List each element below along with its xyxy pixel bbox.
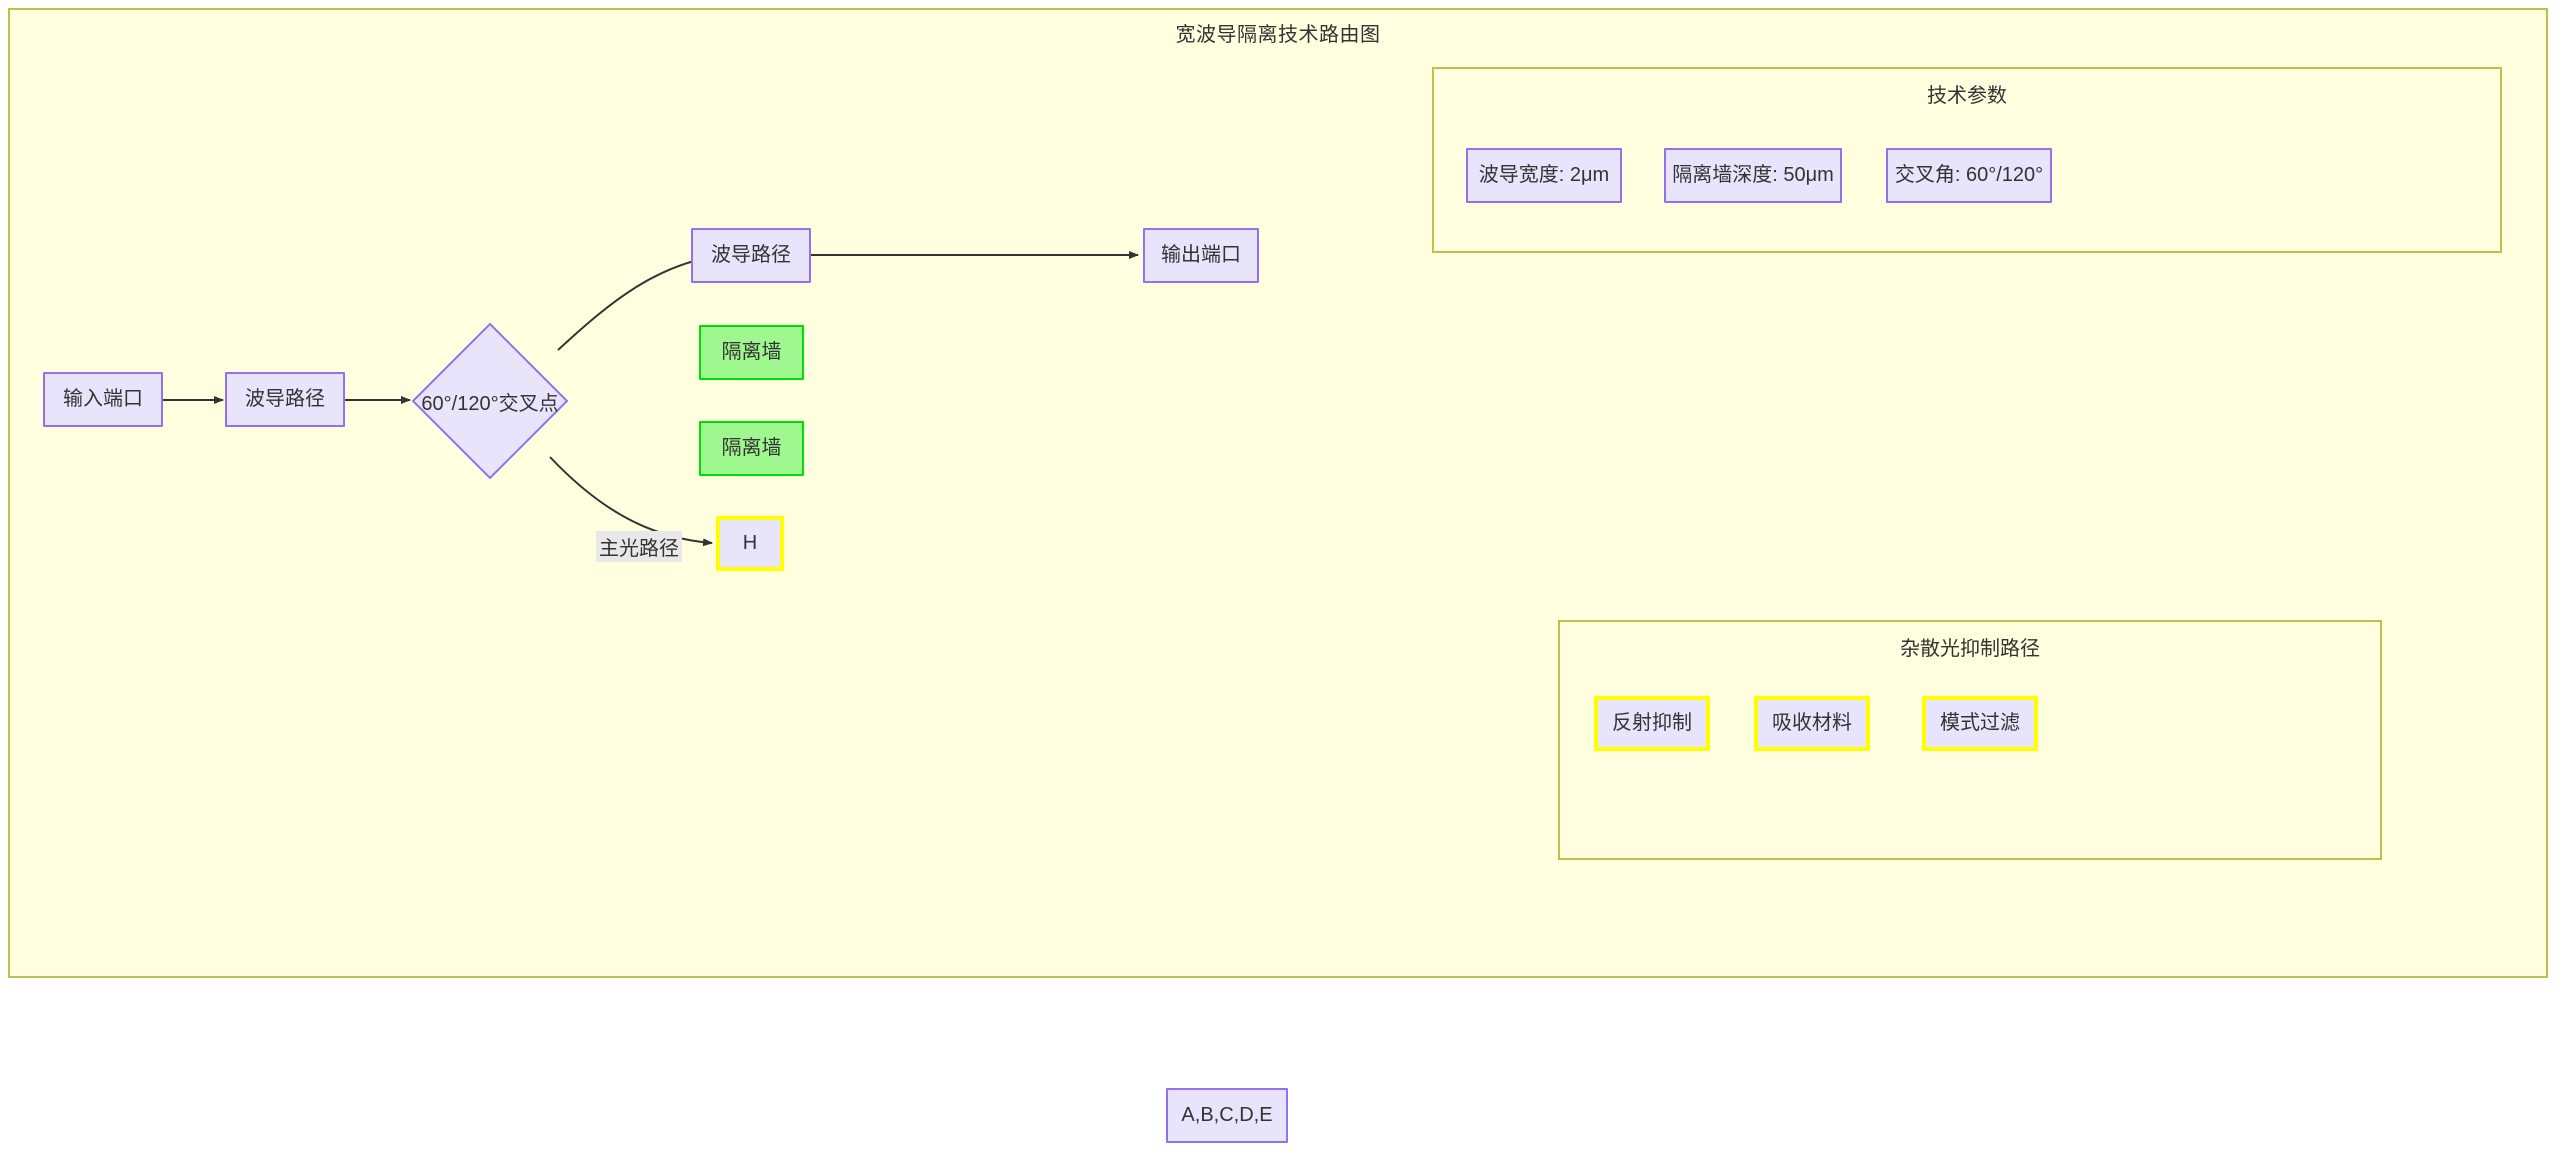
subgraph-stray-light: 杂散光抑制路径 反射抑制 吸收材料 模式过滤 xyxy=(1558,620,2382,860)
node-h[interactable]: H xyxy=(716,516,784,571)
node-isolation-wall-depth[interactable]: 隔离墙深度: 50μm xyxy=(1664,148,1842,203)
node-waveguide-width[interactable]: 波导宽度: 2μm xyxy=(1466,148,1622,203)
edge-label-main-light-path: 主光路径 xyxy=(596,531,682,562)
node-mode-filter[interactable]: 模式过滤 xyxy=(1922,696,2038,751)
node-crossing-point[interactable]: 60°/120°交叉点 xyxy=(411,322,569,480)
node-absorbing-material[interactable]: 吸收材料 xyxy=(1754,696,1870,751)
node-output-port[interactable]: 输出端口 xyxy=(1143,228,1259,283)
subgraph-stray-light-title: 杂散光抑制路径 xyxy=(1900,638,2040,660)
node-reflection-suppression[interactable]: 反射抑制 xyxy=(1594,696,1710,751)
diagram-title: 宽波导隔离技术路由图 xyxy=(1175,24,1381,46)
node-crossing-angle[interactable]: 交叉角: 60°/120° xyxy=(1886,148,2052,203)
diamond-shape-icon xyxy=(411,322,569,480)
node-input-port[interactable]: 输入端口 xyxy=(43,372,163,427)
subgraph-tech-params-title: 技术参数 xyxy=(1927,85,2007,107)
subgraph-tech-params: 技术参数 波导宽度: 2μm 隔离墙深度: 50μm 交叉角: 60°/120° xyxy=(1432,67,2502,253)
node-waveguide-path-main[interactable]: 波导路径 xyxy=(225,372,345,427)
node-legend-abcde[interactable]: A,B,C,D,E xyxy=(1166,1088,1288,1143)
flowchart-container: 宽波导隔离技术路由图 主光路径 技术参数 波导宽度: 2μm xyxy=(8,8,2548,978)
node-isolation-wall-1[interactable]: 隔离墙 xyxy=(699,325,804,380)
node-waveguide-path-upper[interactable]: 波导路径 xyxy=(691,228,811,283)
node-isolation-wall-2[interactable]: 隔离墙 xyxy=(699,421,804,476)
